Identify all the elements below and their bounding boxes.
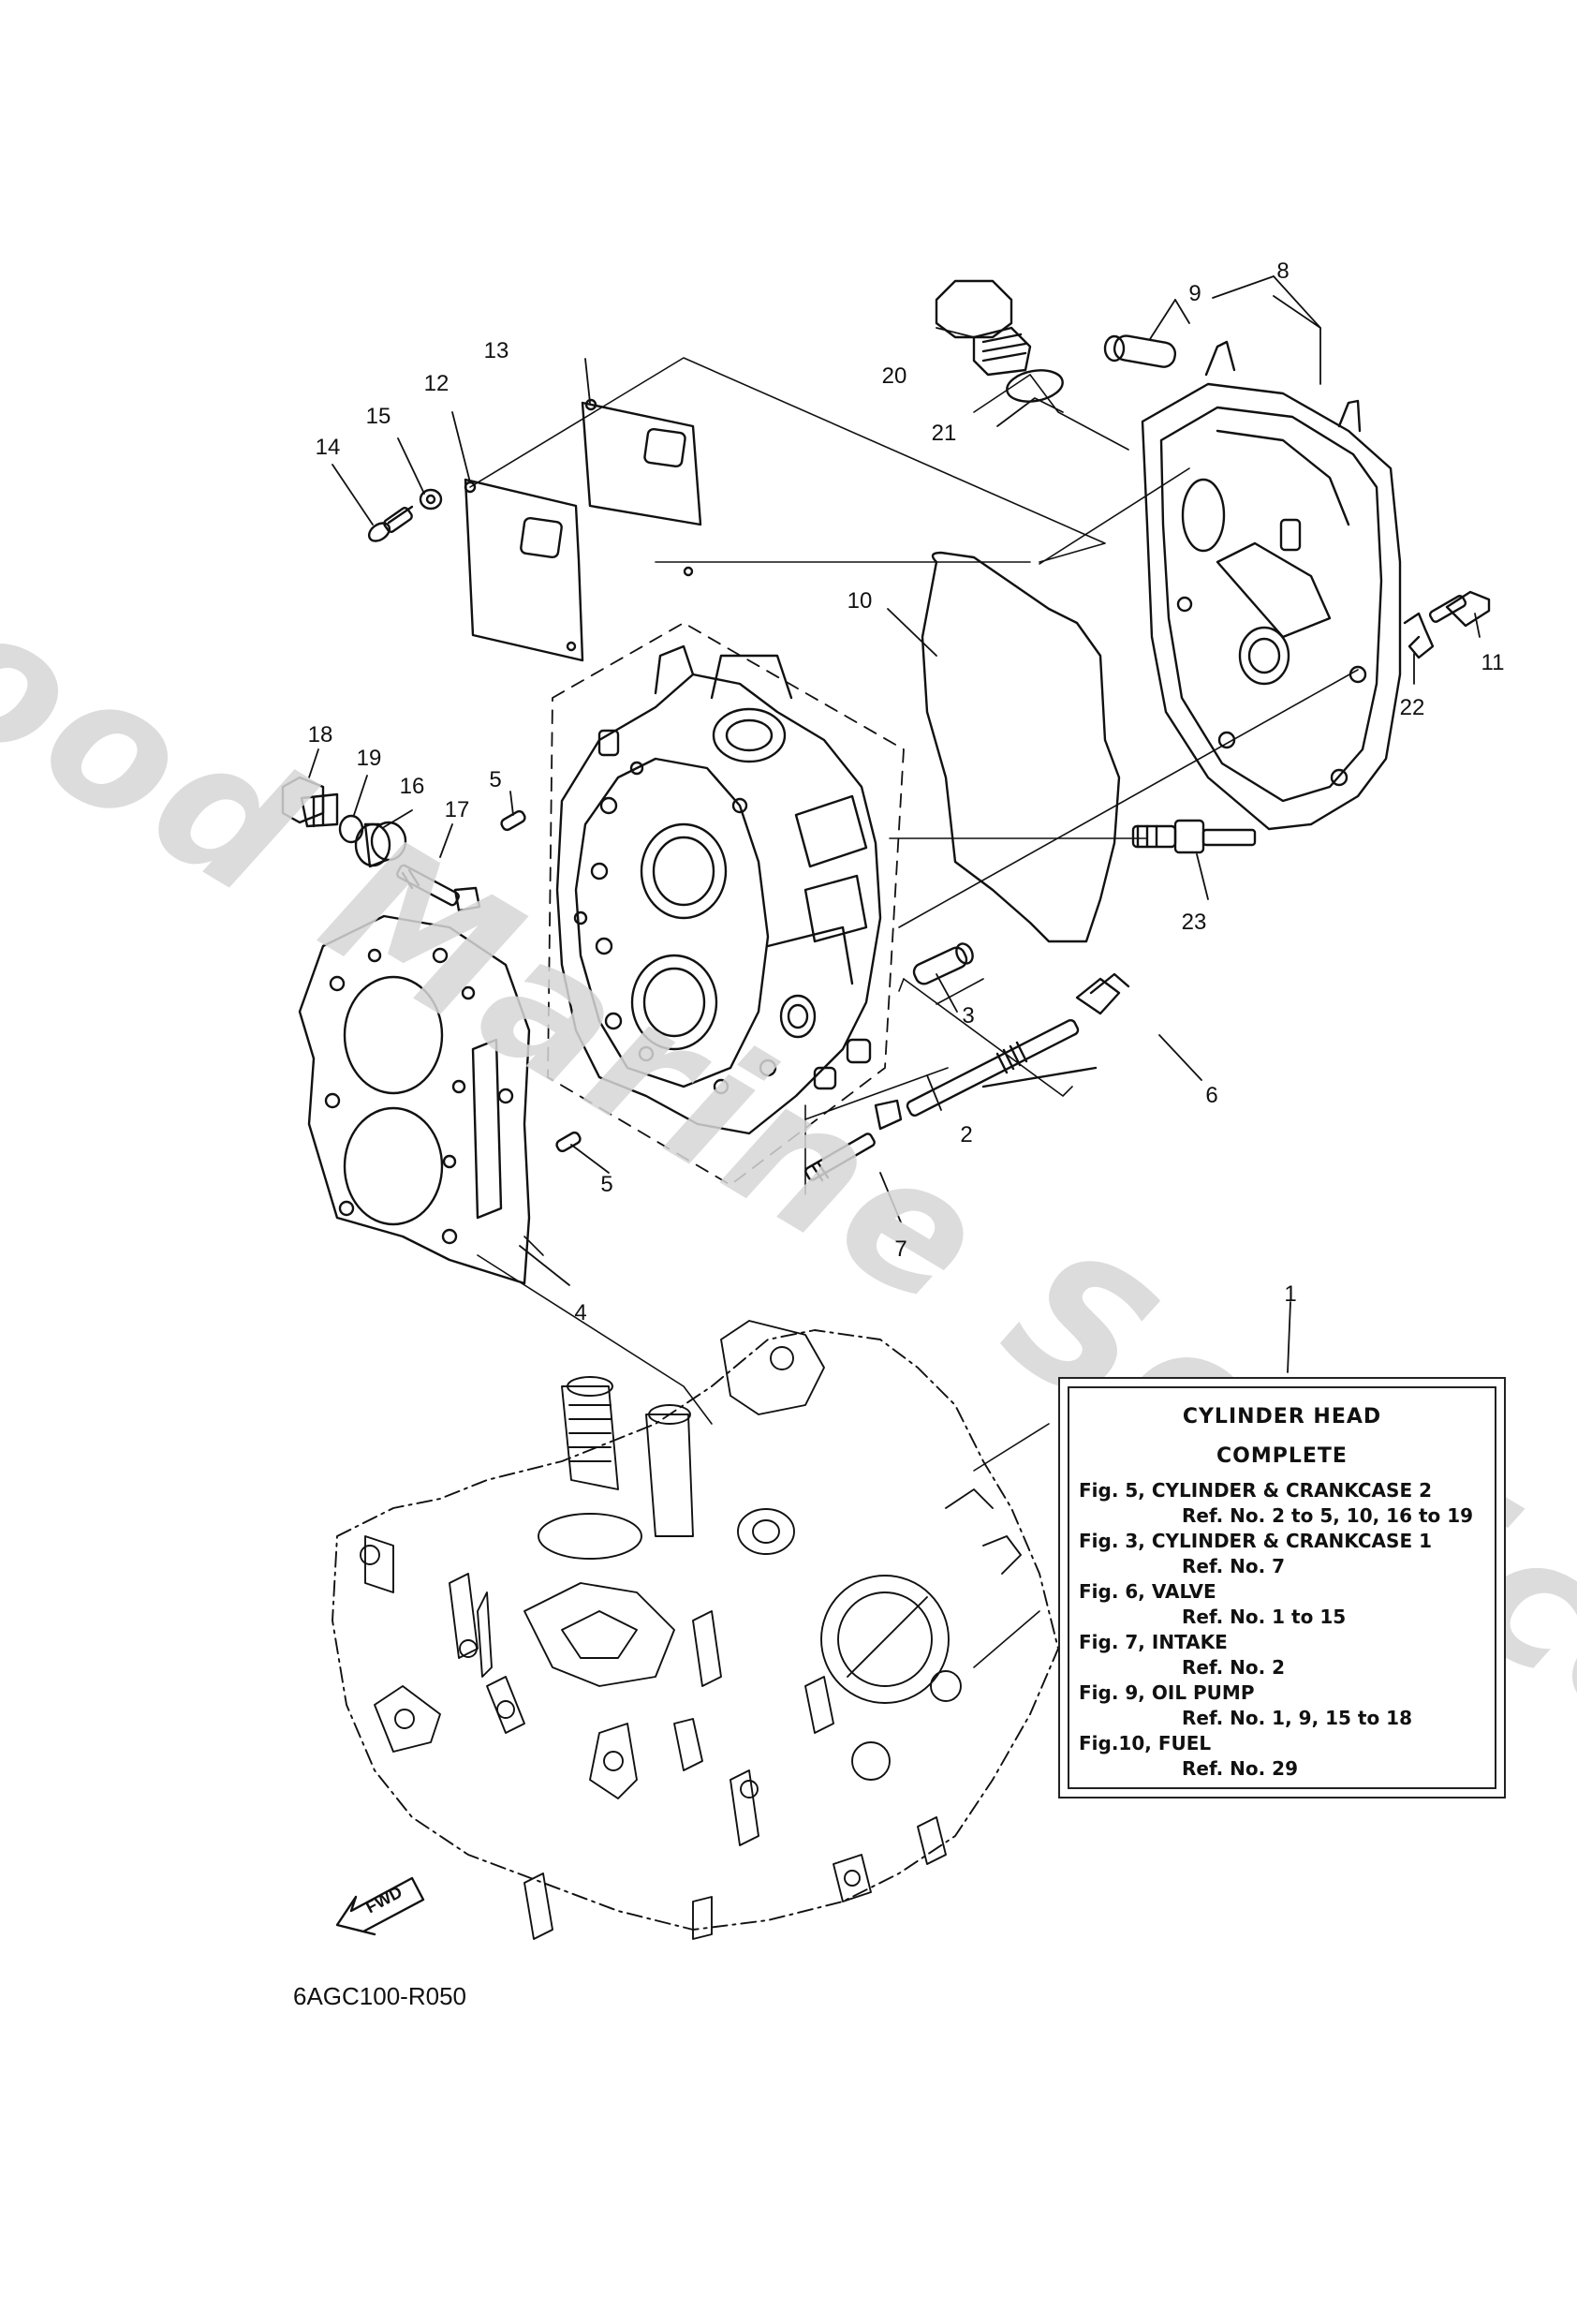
callout-8: 8 — [1276, 259, 1290, 284]
ref-fig-10-numbers: Ref. No. 29 — [1182, 1757, 1299, 1780]
ref-fig-7: Fig. 7, INTAKE — [1079, 1631, 1228, 1653]
screw-14 — [367, 505, 414, 542]
ref-fig-6: Fig. 6, VALVE — [1079, 1580, 1216, 1603]
ref-fig-6-numbers: Ref. No. 1 to 15 — [1182, 1606, 1347, 1628]
callout-19: 19 — [356, 746, 382, 771]
dowel-pin-upper — [500, 809, 526, 832]
callout-4: 4 — [574, 1300, 587, 1325]
callout-11: 11 — [1481, 650, 1505, 675]
ref-fig-9: Fig. 9, OIL PUMP — [1079, 1681, 1255, 1704]
part-16-sleeve — [354, 821, 407, 868]
box-title-line-1: CYLINDER HEAD — [1182, 1405, 1382, 1428]
ref-fig-3: Fig. 3, CYLINDER & CRANKCASE 1 — [1079, 1530, 1432, 1552]
callout-5-lower: 5 — [600, 1172, 613, 1197]
diagram-code: 6AGC100-R050 — [293, 1982, 466, 2010]
sleeve-3 — [912, 942, 974, 985]
ref-fig-5: Fig. 5, CYLINDER & CRANKCASE 2 — [1079, 1479, 1432, 1502]
callout-21: 21 — [931, 421, 957, 446]
callout-2: 2 — [960, 1122, 973, 1147]
cover-gasket-10 — [921, 551, 1121, 943]
callout-23: 23 — [1181, 910, 1207, 935]
callout-7: 7 — [894, 1236, 907, 1262]
spark-plug-23 — [1131, 819, 1257, 854]
cylinder-head-envelope — [547, 622, 905, 1186]
cylinder-head-cover — [1141, 340, 1402, 831]
callout-3: 3 — [962, 1003, 975, 1029]
callout-6: 6 — [1205, 1083, 1218, 1108]
bolt-7 — [804, 1099, 903, 1182]
ref-fig-9-numbers: Ref. No. 1, 9, 15 to 18 — [1182, 1707, 1413, 1729]
callout-15: 15 — [365, 404, 391, 429]
o-ring-19 — [338, 814, 364, 844]
callout-20: 20 — [881, 363, 907, 389]
ref-fig-7-numbers: Ref. No. 2 — [1182, 1656, 1286, 1679]
callout-16: 16 — [399, 774, 425, 799]
oil-filler-cap-20 — [935, 279, 1032, 377]
box-title-line-2: COMPLETE — [1216, 1444, 1348, 1468]
callout-12: 12 — [423, 371, 450, 396]
callout-1: 1 — [1284, 1281, 1297, 1307]
callout-22: 22 — [1399, 695, 1425, 720]
ref-fig-3-numbers: Ref. No. 7 — [1182, 1555, 1286, 1577]
bolt-11 — [1428, 590, 1491, 628]
assembly-guide-lines — [469, 357, 1359, 1668]
callout-18: 18 — [307, 722, 333, 748]
cylinder-head-gasket — [298, 914, 531, 1285]
fwd-arrow — [335, 1876, 425, 1936]
dowel-pin-lower — [555, 1131, 582, 1153]
bolt-17 — [396, 864, 481, 912]
callout-17: 17 — [444, 797, 470, 822]
breather-cover-plates — [464, 398, 702, 662]
washer-15 — [419, 488, 443, 511]
plug-18 — [281, 776, 339, 828]
callout-10: 10 — [847, 588, 873, 614]
cylinder-block — [332, 1320, 1059, 1940]
ref-fig-5-numbers: Ref. No. 2 to 5, 10, 16 to 19 — [1182, 1504, 1474, 1527]
callout-5-upper: 5 — [489, 767, 502, 792]
callout-14: 14 — [315, 435, 341, 460]
cylinder-head — [555, 644, 882, 1135]
o-ring-21 — [1006, 369, 1064, 403]
reference-info-box: CYLINDER HEAD COMPLETE Fig. 5, CYLINDER … — [1058, 1377, 1506, 1799]
callout-9: 9 — [1188, 281, 1201, 306]
callout-13: 13 — [483, 338, 509, 363]
ref-fig-10: Fig.10, FUEL — [1079, 1732, 1212, 1754]
callout-leaders — [308, 275, 1481, 1373]
bolt-6 — [906, 972, 1130, 1118]
reference-info-box-inner: CYLINDER HEAD COMPLETE Fig. 5, CYLINDER … — [1068, 1386, 1496, 1789]
clip-22 — [1403, 612, 1435, 659]
hose-fitting-9 — [1103, 334, 1177, 368]
